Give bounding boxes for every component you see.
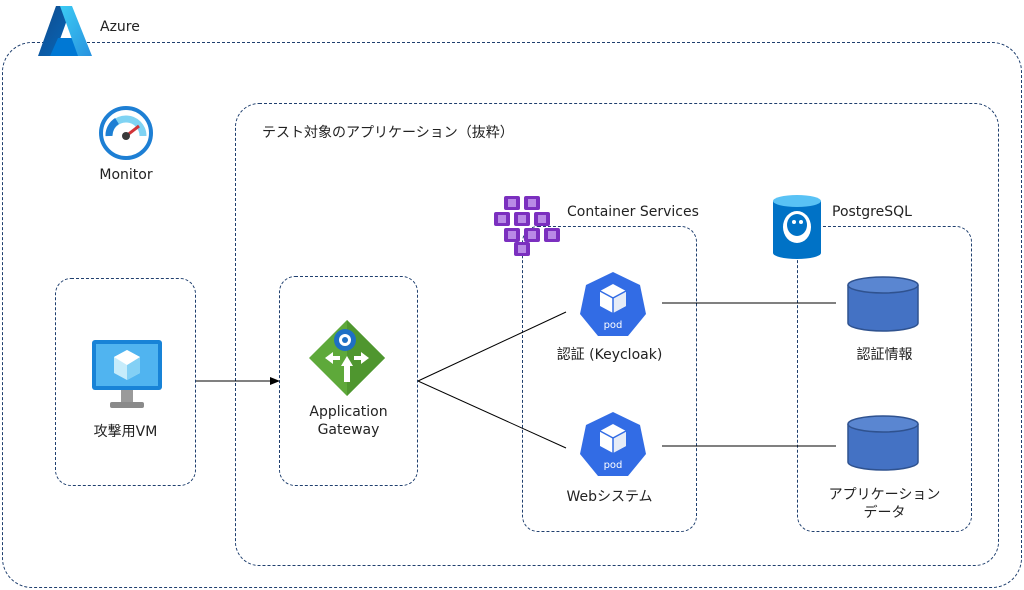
app-gateway-label: Application Gateway <box>279 403 418 439</box>
application-gateway-icon <box>309 320 385 396</box>
test-scope-boundary <box>235 103 999 566</box>
app-data-label-line1: アプリケーション <box>828 487 941 503</box>
postgresql-box <box>797 226 972 532</box>
app-gateway-label-line2: Gateway <box>317 422 380 438</box>
app-data-label-line2: データ <box>863 505 906 521</box>
app-data-label: アプリケーション データ <box>797 486 972 522</box>
container-services-label: Container Services <box>567 204 699 220</box>
postgresql-label: PostgreSQL <box>832 204 912 220</box>
virtual-machine-icon <box>92 340 162 408</box>
auth-pod-label: 認証 (Keycloak) <box>556 347 663 363</box>
auth-pod-badge: pod <box>604 320 623 331</box>
gateway-to-web-pod-line <box>417 380 567 449</box>
azure-boundary <box>2 42 1022 588</box>
monitor-gauge-icon <box>99 106 153 160</box>
auth-pod-icon: pod <box>580 272 646 336</box>
auth-info-label: 認証情報 <box>856 347 913 363</box>
gateway-to-auth-pod-line <box>417 311 567 382</box>
container-services-box <box>522 226 697 532</box>
web-pod-label: Webシステム <box>566 489 653 505</box>
monitor-label: Monitor <box>99 167 153 183</box>
web-pod-badge: pod <box>604 460 623 471</box>
web-pod-icon: pod <box>580 412 646 476</box>
azure-label: Azure <box>100 19 140 35</box>
test-scope-label: テスト対象のアプリケーション（抜粋） <box>262 125 514 141</box>
app-gateway-label-line1: Application <box>309 404 388 420</box>
app-data-database-icon <box>847 415 919 471</box>
azure-logo-icon <box>38 6 92 56</box>
container-services-icon <box>494 196 560 256</box>
attack-vm-label: 攻撃用VM <box>93 424 158 440</box>
auth-info-database-icon <box>847 276 919 332</box>
postgresql-icon <box>773 195 821 259</box>
attack-vm-box <box>55 278 196 486</box>
